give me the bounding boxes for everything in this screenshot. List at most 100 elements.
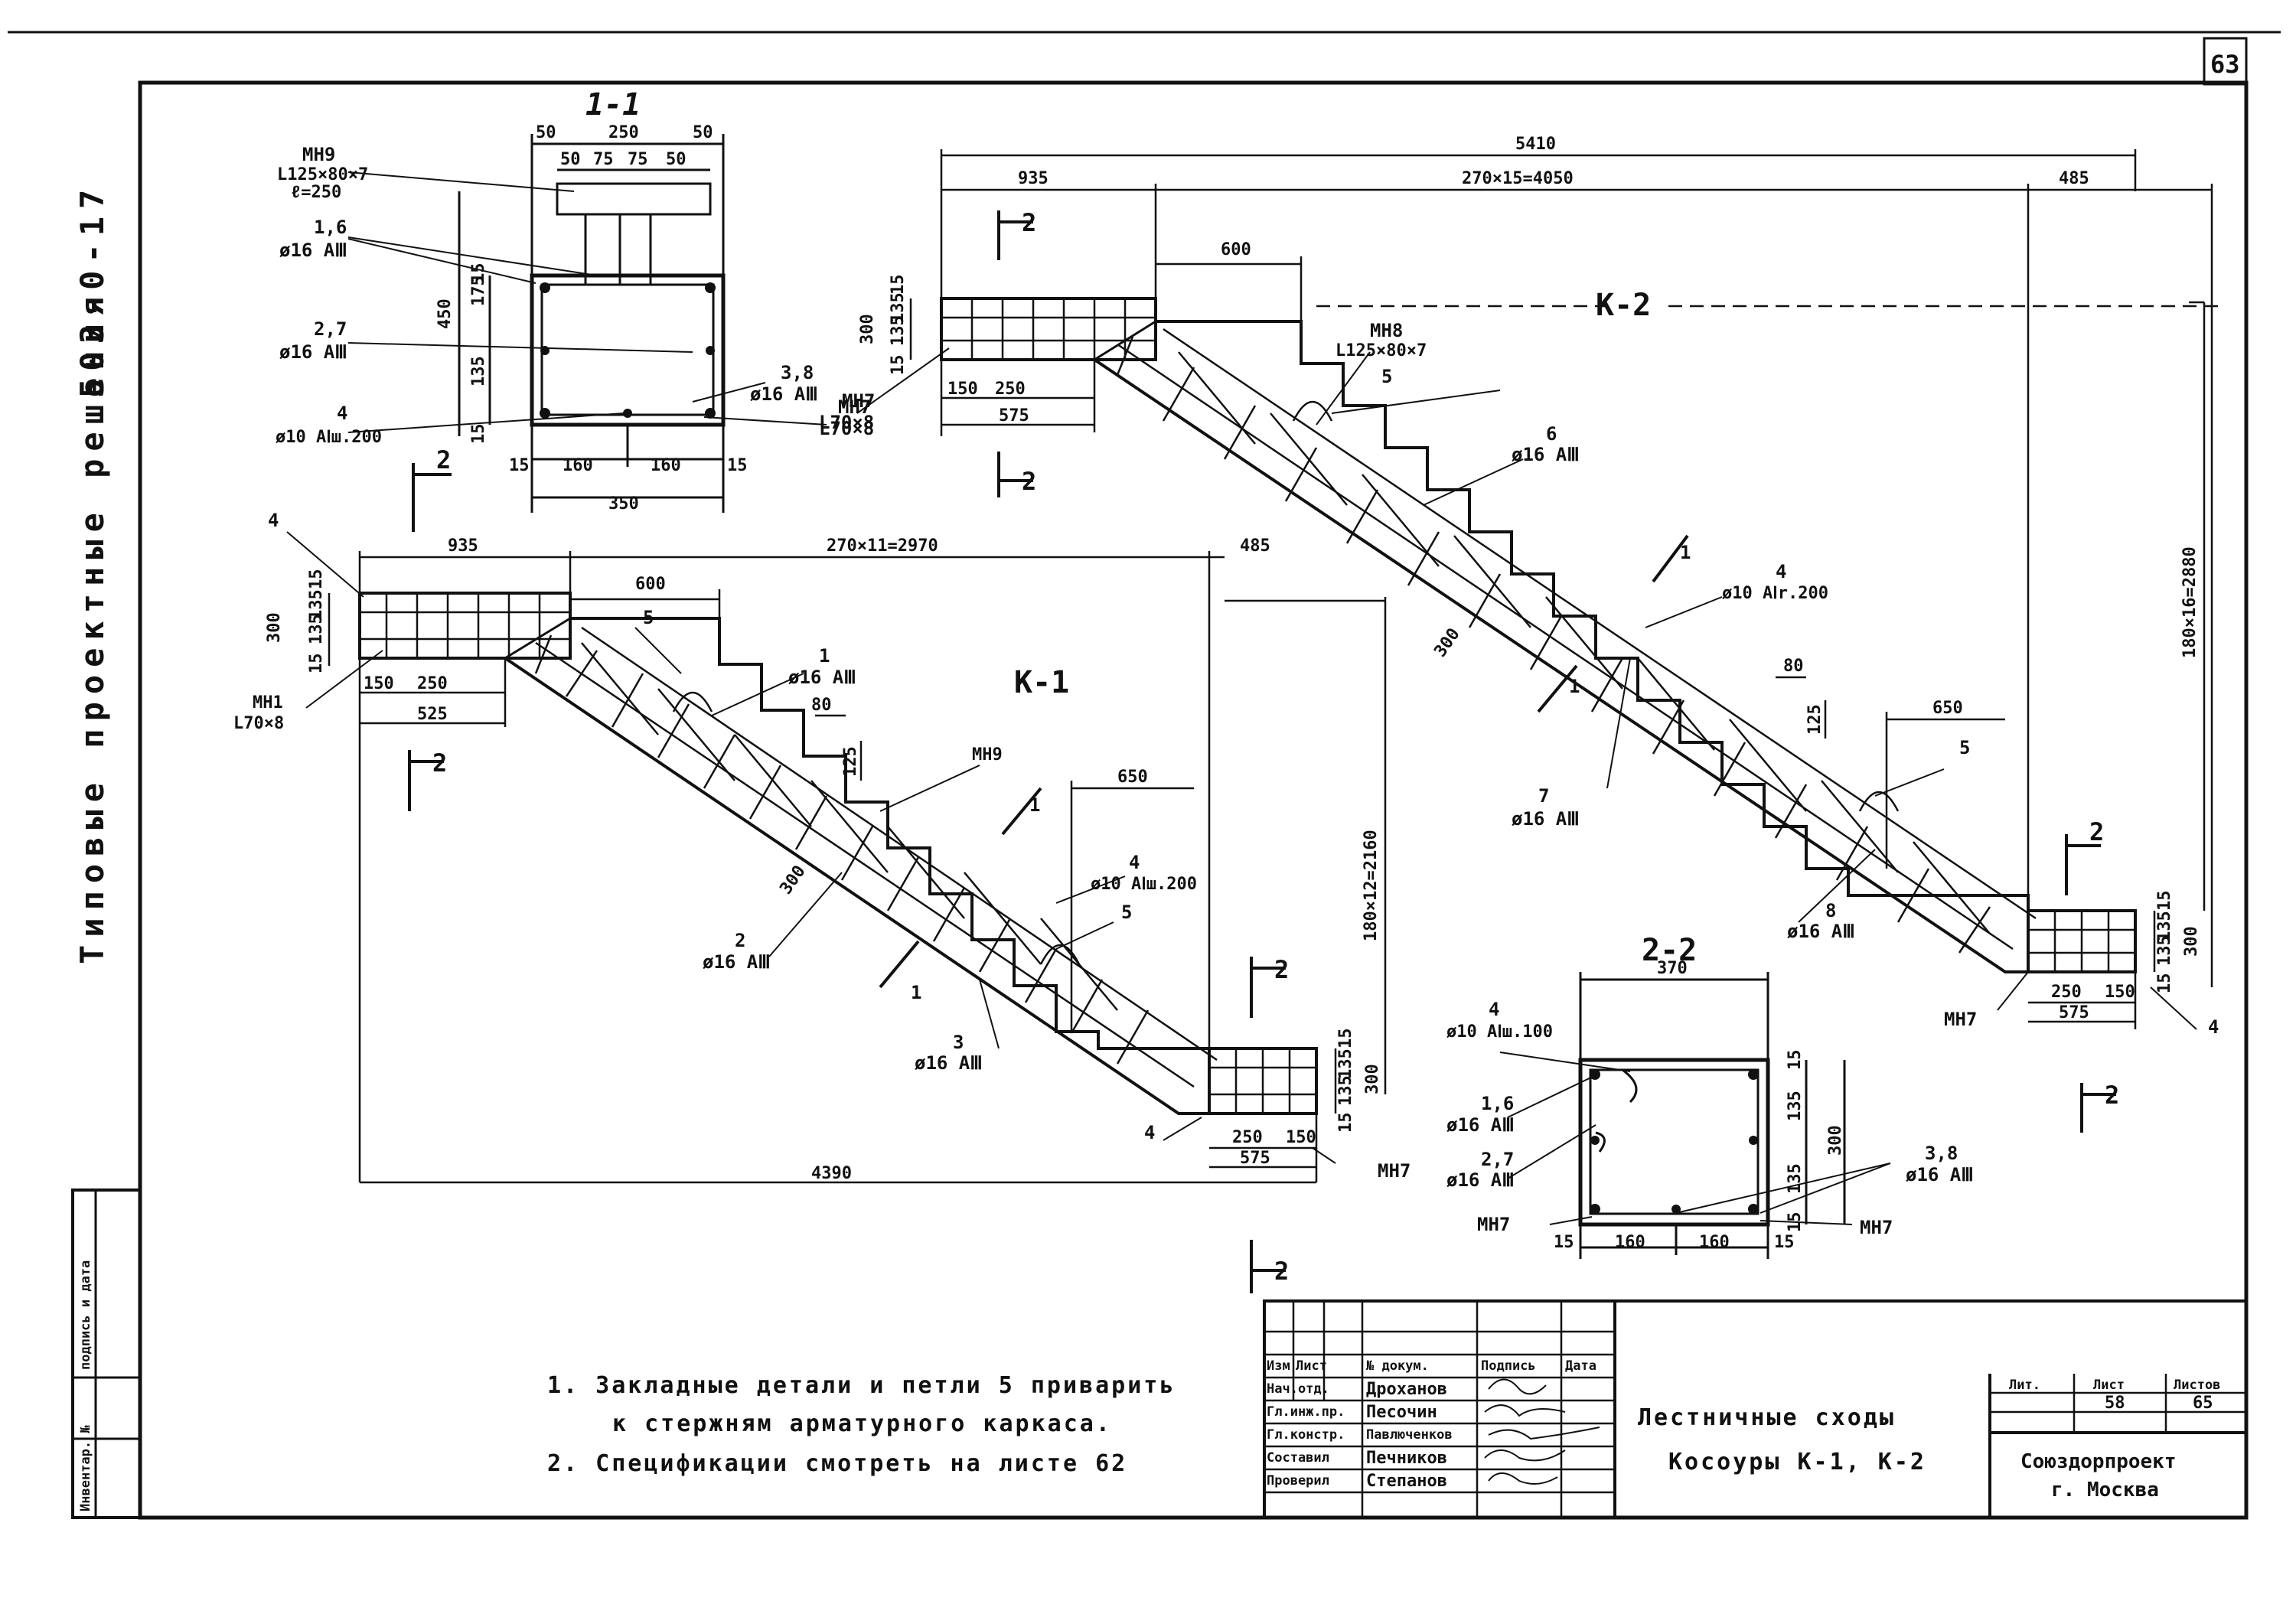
tb-header-list: Лист [1296,1358,1327,1374]
k2-dim-600: 600 [1221,240,1251,259]
tb-name-3: Павлюченков [1366,1427,1453,1443]
s11-dim-bottom-2: 160 [563,456,593,475]
k1-dim-left-h-1: 15 [307,569,326,590]
note-1-cont: к стержням арматурного каркаса. [612,1410,1112,1437]
k1-dim-right-bottom-250: 250 [1232,1128,1263,1147]
k1-callout-5: 5 [643,607,654,628]
k1-callout-4-spec: ø10 АⅠш.200 [1091,875,1197,894]
k1-dim-right-bottom-575: 575 [1240,1149,1270,1168]
k1-title: К-1 [1014,665,1069,700]
k1-dim-right-h-2: 135 [1336,1048,1355,1079]
tb-role-4: Составил [1267,1450,1329,1466]
section-1-1-title: 1-1 [585,87,641,122]
page-number: 63 [2210,50,2240,79]
s11-dim-width: 350 [608,494,639,514]
title-block: Изм Лист № докум. Подпись Дата Нач.отд. … [1263,1299,2248,1519]
s22-callout-27-mark: 2,7 [1481,1149,1514,1170]
k2-dim-right-bottom-250: 250 [2051,983,2082,1002]
s11-dim-h-lower: 135 [469,356,488,386]
k2-dim-300-slope: 300 [1430,625,1463,661]
k1-callout-5b: 5 [1121,902,1132,923]
k2-dim-80: 80 [1783,657,1804,676]
k1-callout-3-mark: 3 [953,1032,964,1053]
stamp-inv-no: Инвентар. № [78,1425,93,1511]
s11-mn9-spec: L125×80×7 [277,165,368,184]
s11-dim-height: 450 [435,298,455,329]
k2-dim-650: 650 [1932,699,1963,718]
k2-callout-5b: 5 [1959,737,1970,758]
s22-callout-16-mark: 1,6 [1481,1093,1514,1114]
k2-mn7-bottom: МН7 [1944,1009,1977,1030]
stringer-k1: К-1 935 270×11=2970 485 600 180×12=2160 … [233,510,1411,1184]
s11-bar16-spec: ø16 АⅢ [279,240,347,261]
s22-dim-bottom-3: 160 [1699,1233,1730,1252]
s22-callout-38-mark: 3,8 [1925,1143,1958,1164]
s22-callout-4-mark: 4 [1489,999,1499,1020]
k2-dim-left-h-2: 135 [889,292,908,323]
tb-header-sign: Подпись [1481,1358,1536,1374]
k1-cut-2b: 2 [1274,955,1289,984]
k1-dim-left-bottom-525: 525 [417,705,448,724]
k2-dim-right-300: 300 [2182,926,2201,957]
tb-header-izm: Изм [1267,1358,1290,1374]
note-1: 1. Закладные детали и петли 5 приварить [547,1372,1176,1399]
note-2: 2. Спецификации смотреть на листе 62 [547,1450,1127,1477]
k2-dim-total-top: 5410 [1515,135,1556,154]
k2-dim-right-h-2: 135 [2155,911,2174,941]
k1-callout-3-spec: ø16 АⅢ [915,1052,983,1074]
s11-dim-top-total: 250 [608,123,639,142]
k2-dim-steps: 270×15=4050 [1462,169,1574,188]
section-2-2: 2-2 [1250,933,2119,1293]
stamp-signature-date: подпись и дата [78,1260,93,1370]
k1-cut-2a: 2 [432,748,447,778]
k2-callout-7-spec: ø16 АⅢ [1512,808,1580,830]
section-2-2-title: 2-2 [1642,933,1697,968]
k2-dim-left-h-4: 15 [889,355,908,376]
k2-dim-left-300: 300 [858,314,877,344]
s11-bar27-spec: ø16 АⅢ [279,341,347,363]
tb-role-1: Нач.отд. [1267,1381,1329,1397]
tb-name-4: Печников [1366,1449,1447,1468]
tb-lit-label: Лит. [2009,1378,2040,1393]
s22-dim-bottom-1: 15 [1554,1233,1574,1252]
k1-dim-left-bottom-150: 150 [364,674,394,693]
s11-dim-bottom-1: 15 [509,456,530,475]
series-title: Типовые проектные решения [73,289,111,964]
k2-callout-6-mark: 6 [1546,423,1557,445]
s11-mn9-name: МН9 [302,144,335,165]
k2-cut-2b: 2 [1022,467,1036,496]
k2-dim-125: 125 [1805,704,1825,735]
k2-mn8-name: МН8 [1370,320,1403,341]
s11-dim-plate-3: 75 [628,150,648,169]
tb-header-doc: № докум. [1366,1358,1429,1374]
k2-dim-right-bottom-575: 575 [2059,1003,2089,1022]
k2-dim-right-bottom-150: 150 [2105,983,2135,1002]
s11-dim-plate-1: 50 [560,150,581,169]
s22-dim-h-cover-bot: 15 [1786,1212,1805,1233]
tb-name-5: Степанов [1366,1472,1447,1491]
tb-role-2: Гл.инж.пр. [1267,1404,1345,1420]
k1-dim-650: 650 [1117,768,1148,787]
k1-dim-right-h-3: 135 [1336,1075,1355,1106]
k1-callout-4-mark: 4 [1129,852,1140,873]
k1-dim-300-slope: 300 [776,862,809,898]
tb-sheet-no: 58 [2105,1394,2125,1413]
k2-dim-right-h-1: 15 [2155,891,2174,911]
tb-sheets-label: Листов [2174,1378,2220,1393]
k1-callout-2-spec: ø16 АⅢ [703,951,771,973]
tb-sheet-label: Лист [2093,1378,2125,1393]
k1-dim-right-h-4: 15 [1336,1113,1355,1133]
s22-dim-h-lower: 135 [1786,1163,1805,1194]
k2-mn8-spec: L125×80×7 [1336,341,1427,360]
s11-dim-bottom-3: 160 [651,456,681,475]
k1-dim-height-total: 180×12=2160 [1362,830,1381,941]
k2-callout-5: 5 [1381,366,1392,387]
s22-dim-h-cover-top: 15 [1786,1050,1805,1071]
tb-role-5: Проверил [1267,1473,1329,1489]
k2-dim-left-landing: 935 [1018,169,1049,188]
s11-mn9-len: ℓ=250 [291,183,341,202]
s22-callout-4-spec: ø10 АⅠш.100 [1446,1022,1553,1042]
s22-cut-2a: 2 [2105,1081,2119,1110]
s11-dim-plate-4: 50 [666,150,687,169]
k1-dim-left-landing: 935 [448,536,478,556]
